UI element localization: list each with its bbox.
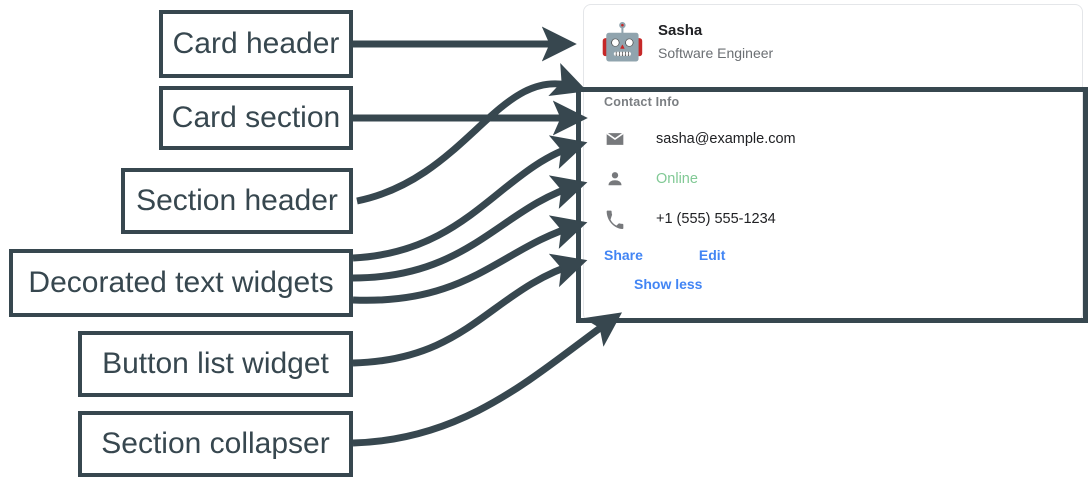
section-collapser: Show less (600, 263, 1066, 294)
arrow-decorated-text-1 (352, 135, 588, 262)
email-icon (604, 128, 626, 150)
show-less-button[interactable]: Show less (634, 276, 703, 292)
decorated-text-email: sasha@example.com (656, 131, 796, 147)
button-list-widget: Share Edit (600, 239, 1066, 263)
card-header: 🤖 Sasha Software Engineer (584, 5, 1082, 77)
arrow-decorated-text-2 (352, 175, 588, 282)
label-section-header: Section header (121, 168, 353, 234)
decorated-text-row-status: Online (600, 159, 1066, 199)
arrow-section-collapser (352, 312, 623, 447)
decorated-text-row-phone: +1 (555) 555-1234 (600, 199, 1066, 239)
person-icon (604, 168, 626, 190)
robot-face-icon: 🤖 (600, 21, 645, 62)
share-button[interactable]: Share (604, 247, 643, 263)
card-header-title: Sasha (658, 22, 703, 39)
section-header: Contact Info (604, 95, 680, 109)
decorated-text-status: Online (656, 171, 698, 187)
label-button-list-widget: Button list widget (78, 331, 353, 397)
arrow-button-list (352, 253, 588, 367)
label-section-collapser: Section collapser (78, 411, 353, 477)
card-header-subtitle: Software Engineer (658, 45, 774, 61)
decorated-text-row-email: sasha@example.com (600, 119, 1066, 159)
arrow-decorated-text-3 (352, 215, 588, 304)
card-section: Contact Info sasha@example.com (584, 77, 1082, 294)
arrow-section-header (356, 63, 588, 205)
profile-card: 🤖 Sasha Software Engineer Contact Info s… (583, 4, 1083, 322)
label-card-header: Card header (159, 10, 353, 78)
card-header-text: Sasha Software Engineer (658, 21, 773, 63)
label-decorated-text-widgets: Decorated text widgets (9, 249, 353, 317)
label-card-section: Card section (159, 86, 353, 150)
edit-button[interactable]: Edit (698, 247, 726, 263)
phone-icon (604, 208, 626, 230)
decorated-text-phone: +1 (555) 555-1234 (656, 211, 776, 227)
